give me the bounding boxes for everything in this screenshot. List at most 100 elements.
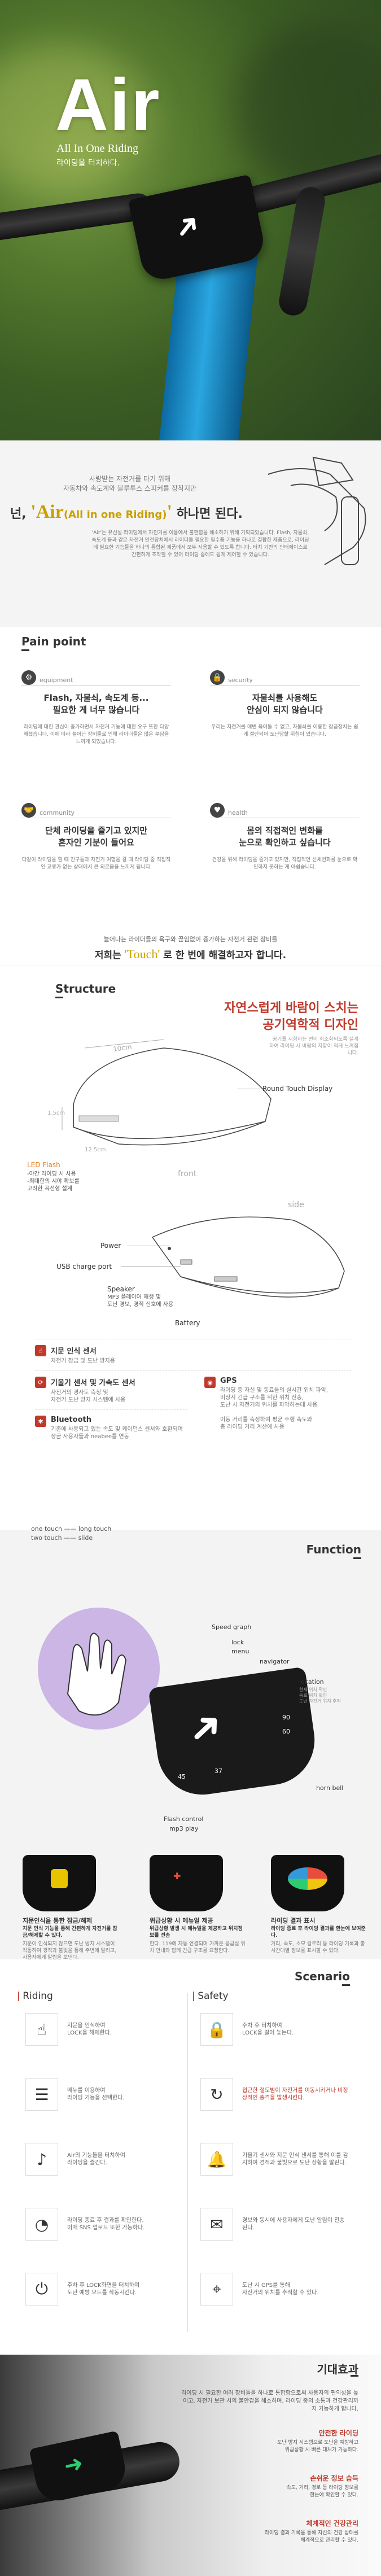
riding-title: Riding (23, 1990, 53, 2002)
riding-step: ♪Air의 기능들을 터치하여 라이딩을 즐긴다. (25, 2143, 174, 2176)
expected-effects-section: ➜ 기대효과 라이딩 시 필요한 여러 장비들을 하나로 통합함으로써 사용자의… (0, 2355, 381, 2576)
pain-footer: 늘어나는 라이더들의 욕구와 끊임없이 증가하는 자전거 관련 장비를 저희는 … (0, 935, 381, 962)
feature-title: GPS (220, 1377, 237, 1385)
pain-point-section: Pain point ⚙equipment Flash, 자물쇠, 속도계 등.… (0, 627, 381, 966)
riding-step: ☰ 메뉴를 이용하여 라이딩 기능을 선택한다. (25, 2078, 174, 2111)
hero-title: Air (55, 63, 161, 146)
structure-headline-line: 자연스럽게 바람이 스치는 (224, 1001, 358, 1015)
speaker-label: Speaker (107, 1285, 135, 1293)
step-text: 라이딩 종료 후 결과를 확인한다. 이때 SNS 업로드 또한 가능하다. (67, 2217, 145, 2231)
navigator-label: navigator (260, 1658, 290, 1665)
pain-card: ⚙equipment Flash, 자물쇠, 속도계 등... 필요한 게 너무… (21, 666, 171, 746)
pain-body: 건강을 위해 라이딩을 즐기고 있지만, 직접적인 신체변화를 눈으로 확인하지… (212, 857, 358, 870)
hand-sketch-illustration (268, 456, 366, 565)
section-title: Function (306, 1543, 361, 1556)
section-title: 기대효과 (317, 2363, 358, 2376)
arrow-icon: ➜ (176, 1698, 234, 1757)
function-section: one touch —— long touch two touch —— sli… (0, 1525, 381, 1961)
safety-step: 🔒주차 후 터치하여 LOCK을 걸어 놓는다. (200, 2013, 349, 2046)
intro-section: 사랑받는 자전거를 타기 위해 자동차와 속도계와 블루투스 스피커를 장착지만… (0, 440, 381, 627)
safety-step: 🔔기울기 센서와 지문 인식 센서를 통해 이를 감지하여 경적과 불빛으로 도… (200, 2143, 349, 2176)
bicycle-frame (159, 248, 259, 440)
step-text: 메뉴를 이용하여 라이딩 기능을 선택한다. (67, 2088, 125, 2101)
feature-body: 자전거의 경사도 측정 및 자전거 도난 방지 시스템에 사용 (51, 1390, 126, 1403)
arrow-icon: ➜ (165, 205, 209, 247)
structure-section: Structure 자연스럽게 바람이 스치는 공기역학적 디자인 공기를 저항… (0, 966, 381, 1530)
safety-column-title: |Safety (192, 1990, 229, 2002)
title-underline (351, 2375, 358, 2377)
title-underline (21, 649, 29, 651)
handlebar-left (0, 191, 154, 242)
handshake-icon: 🤝 (21, 803, 36, 818)
dimension-width: 12.5cm (85, 1147, 106, 1153)
speed-readout: 60 (282, 1728, 290, 1735)
led-flash-title: LED Flash (27, 1161, 60, 1169)
led-flash-desc: -야간 라이딩 시 사용 -최대한의 시야 확보를 고려한 곡선형 설계 (27, 1171, 80, 1192)
section-title: Scenario (294, 1970, 350, 1983)
safety-step: ⌖도난 시 GPS를 통해 자전거의 위치를 추적할 수 있다. (200, 2273, 349, 2306)
pain-tag: health (228, 809, 248, 817)
step-text: 접근한 절도범이 자전거를 이동시키거나 비정상적인 충격을 발생시킨다. (242, 2088, 348, 2101)
structure-headline-line: 공기역학적 디자인 (262, 1018, 358, 1032)
riding-step: ◔라이딩 종료 후 결과를 확인한다. 이때 SNS 업로드 또한 가능하다. (25, 2208, 174, 2241)
scenario-section: Scenario |Riding |Safety ☝지문을 인식하여 LOCK을… (0, 1959, 381, 2355)
lock-icon: 🔒 (200, 2013, 233, 2046)
screen-caption: 라이딩 결과 표시 (271, 1917, 316, 1924)
lock-label: lock (231, 1639, 244, 1646)
intro-line: 자동차와 속도계와 블루투스 스피커를 장착지만 (63, 484, 197, 492)
riding-column-title: |Riding (17, 1990, 53, 2002)
pain-body: 다같이 라이딩을 할 때 친구들과 자전거 여행을 갈 때 라이딩 중 직접적인… (21, 857, 171, 870)
feature-title: 지문 인식 센서 (51, 1347, 97, 1356)
expect-body: 도난 방지 시스템으로 도난을 예방하고 위급상황 시 빠른 대처가 가능하다. (277, 2440, 358, 2453)
dimension-height: 1.5cm (47, 1110, 65, 1116)
lock-icon (51, 1869, 68, 1888)
pain-headline: 자물쇠를 사용해도 안심이 되지 않습니다 (247, 693, 323, 715)
step-text: 기울기 센서와 지문 인식 센서를 통해 이를 감지하여 경적과 불빛으로 도난… (242, 2153, 348, 2166)
screen-headline: 지문 인식 기능을 통해 간편하게 자전거를 잠금/해제할 수 있다. (23, 1926, 117, 1938)
tilt-sensor-icon: ⟳ (35, 1377, 46, 1388)
speed-readout: 45 (178, 1773, 186, 1780)
menu-icon: ☰ (25, 2078, 58, 2111)
step-text: 경보와 동시에 사용자에게 도난 알림이 전송된다. (242, 2217, 345, 2231)
speed-graph-label: Speed graph (212, 1623, 252, 1631)
mp3-play-label: mp3 play (169, 1825, 199, 1832)
power-icon: ⏻ (25, 2273, 58, 2306)
function-device-image: ➜ (148, 1666, 321, 1801)
pain-card: 🔒security 자물쇠를 사용해도 안심이 되지 않습니다 우리는 자전거를… (210, 666, 360, 739)
footer-touch: 'Touch' (124, 947, 160, 961)
step-text: 주차 후 LOCK화면을 터치하여 도난 예방 모드를 작동시킨다. (67, 2282, 140, 2296)
intro-lines: 사랑받는 자전거를 타기 위해 자동차와 속도계와 블루투스 스피커를 장착지만 (62, 474, 198, 494)
hero-subtitle: All In One Riding (56, 142, 138, 155)
hand-gesture-illustration (38, 1608, 160, 1730)
headline-post: 하나면 된다. (172, 507, 243, 521)
headline-quote: ' (167, 501, 172, 522)
emergency-icon: ✚ (173, 1871, 181, 1881)
headline-pre: 넌, (10, 507, 31, 521)
view-side-label: side (288, 1200, 304, 1210)
intro-body: 'Air'는 유선설 라이딩에서 자전거를 이용에서 불편함을 해소하기 위해 … (91, 530, 309, 558)
legend-line: one touch —— long touch (31, 1525, 112, 1532)
menu-label: menu (231, 1648, 249, 1655)
pain-headline: Flash, 자물쇠, 속도계 등... 필요한 게 너무 많습니다 (43, 693, 149, 715)
gps-icon: ◉ (204, 1377, 216, 1388)
riding-step: ☝지문을 인식하여 LOCK을 해제한다. (25, 2013, 174, 2046)
gesture-legend: one touch —— long touch two touch —— sli… (31, 1525, 111, 1543)
pain-footer-line: 늘어나는 라이더들의 욕구와 끊임없이 증가하는 자전거 관련 장비를 (103, 936, 278, 943)
pain-headline: 몸의 직접적인 변화를 눈으로 확인하고 싶습니다 (239, 826, 331, 848)
pain-tag: equipment (40, 676, 73, 684)
pain-body: 우리는 자전거를 매번 묶어둘 수 없고, 자물쇠를 이용한 잠금장치는 쉽게 … (211, 724, 358, 737)
device-image: ➜ (29, 2430, 129, 2505)
location-note: 현재 위치 확인 동료 위치 확인 도난 자전거 위치 추적 (299, 1687, 341, 1704)
intro-headline: 넌, 'Air(All in one Riding)' 하나면 된다. (10, 501, 243, 523)
screen-results (271, 1855, 344, 1911)
step-text: 지문을 인식하여 LOCK을 해제한다. (67, 2023, 112, 2036)
